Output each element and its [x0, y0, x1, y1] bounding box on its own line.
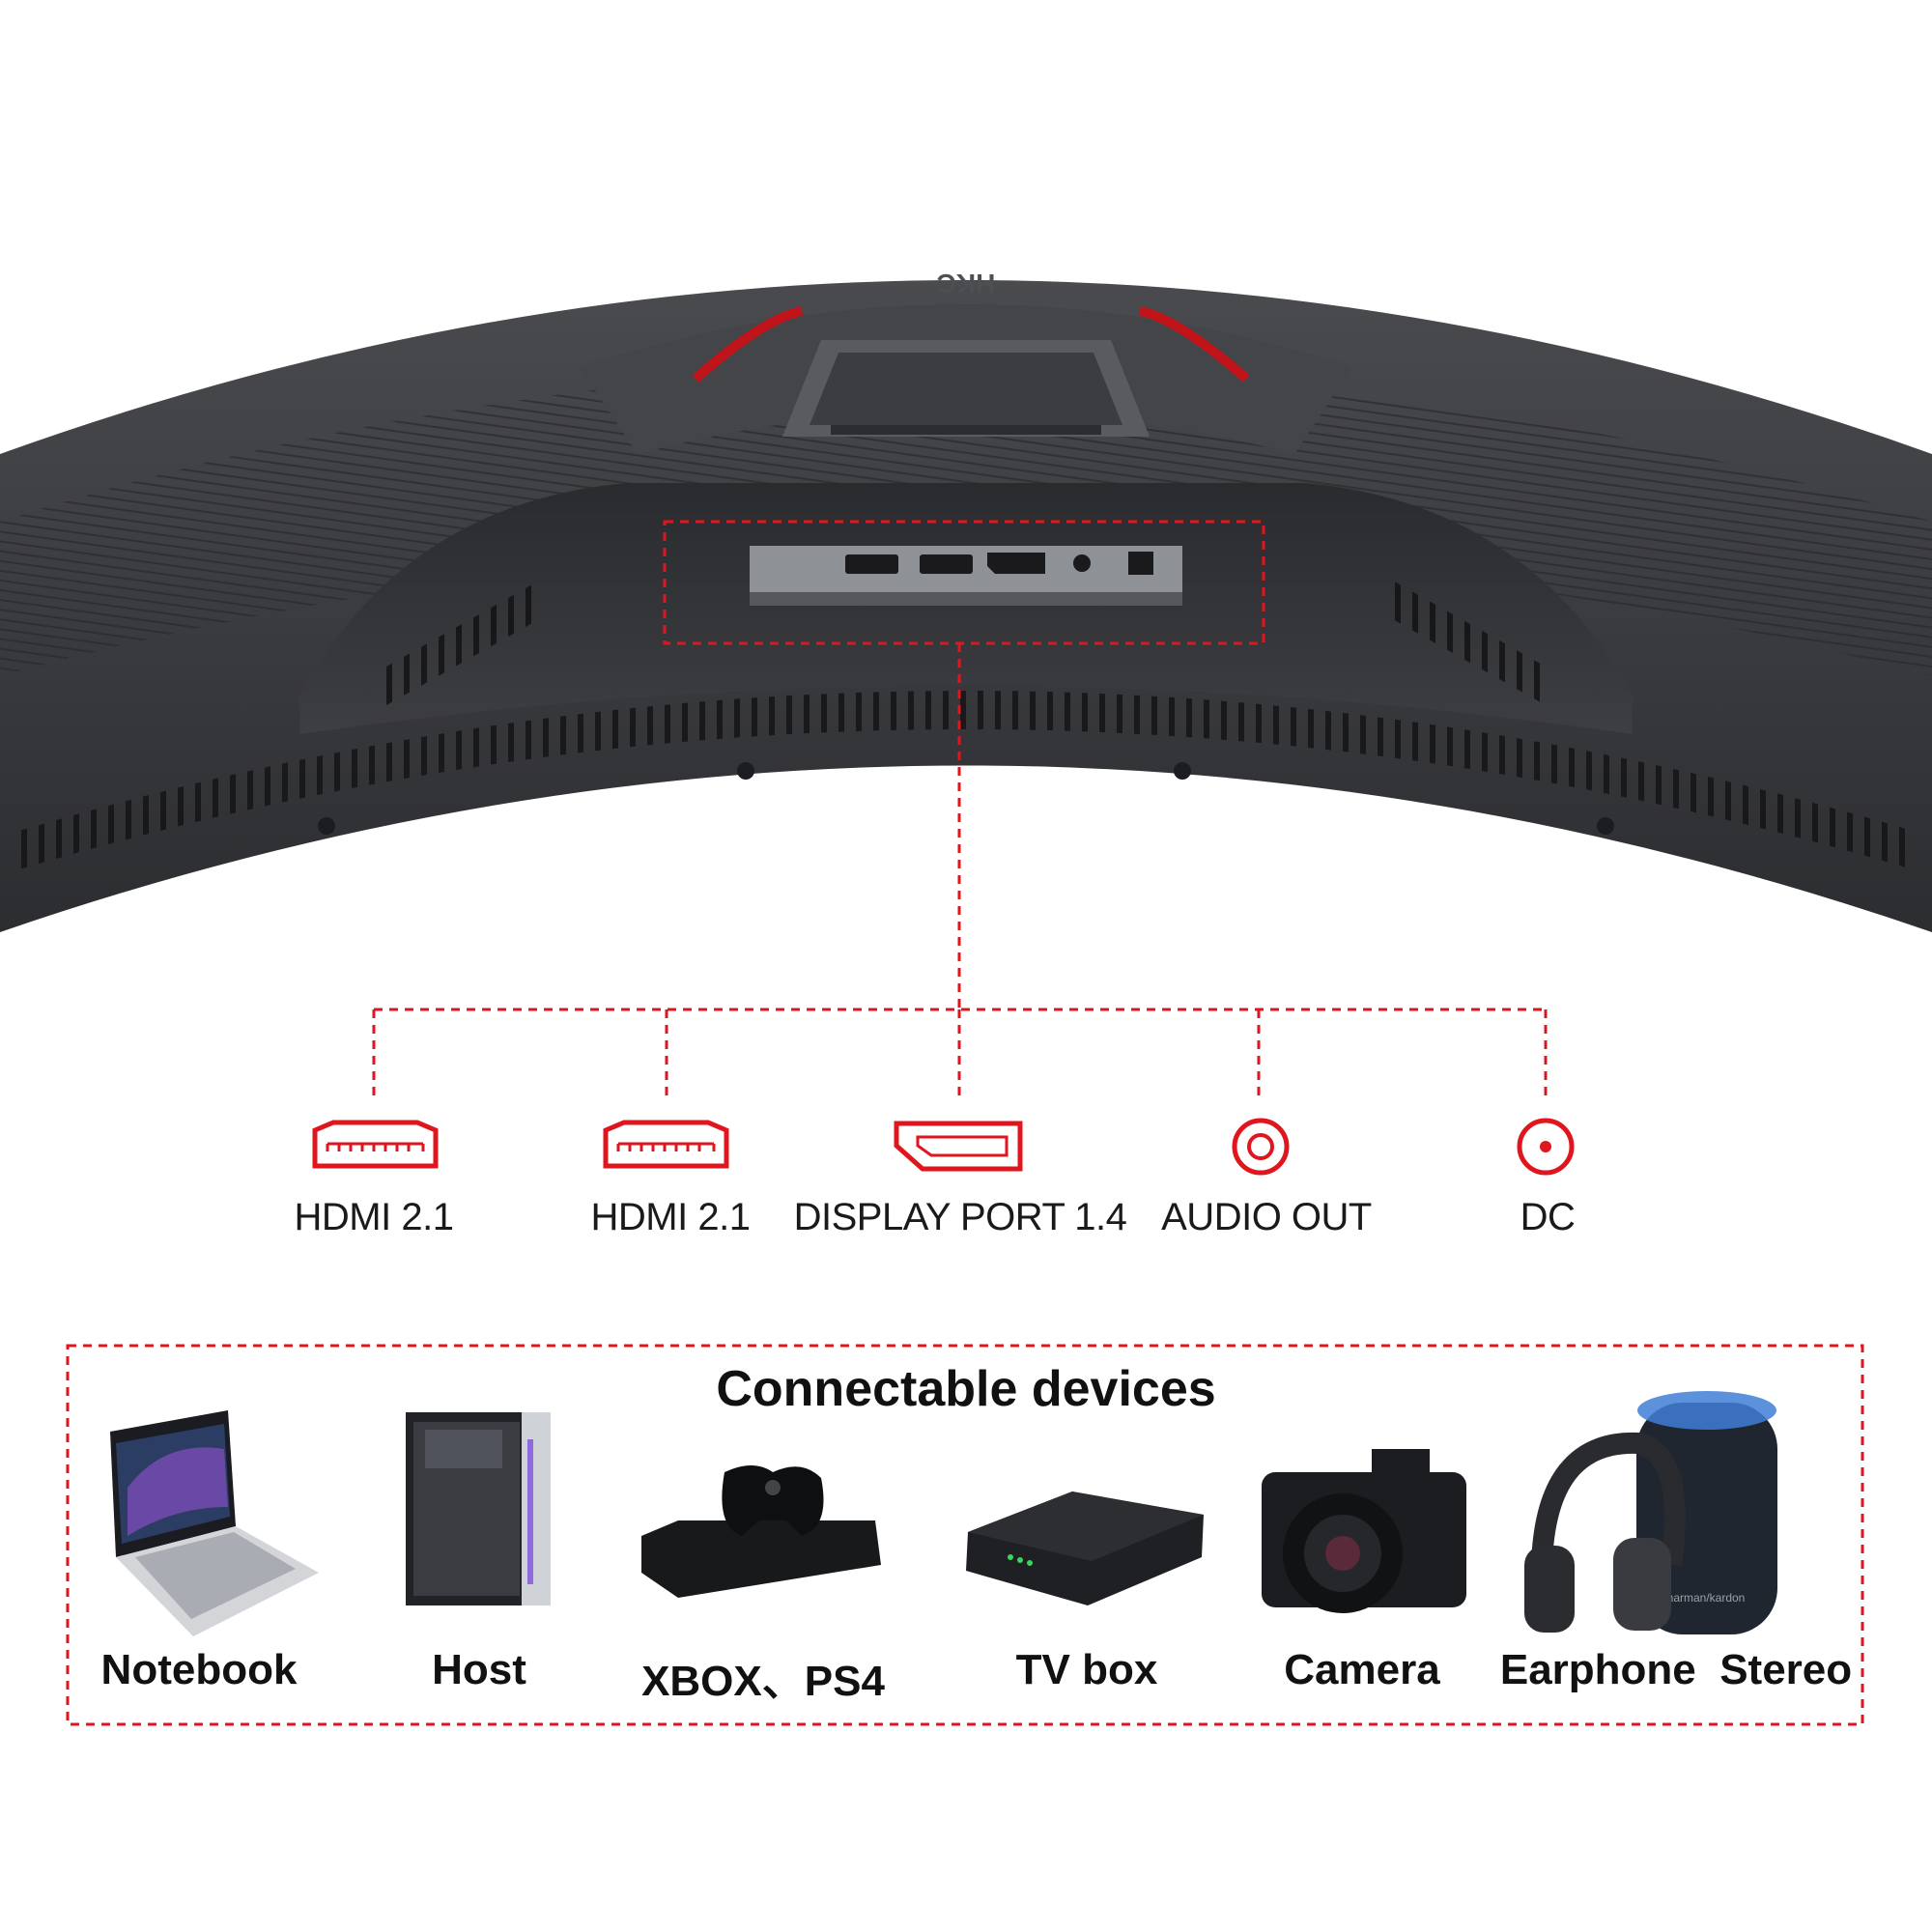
device-label-console: XBOX、PS4 [641, 1658, 885, 1705]
dc-power-icon [1517, 1118, 1575, 1176]
tv-box-icon [966, 1492, 1204, 1605]
devices-box [66, 1344, 1864, 1726]
audio-port [1073, 554, 1091, 572]
section-title: Connectable devices [716, 1361, 1216, 1417]
dc-port [1128, 552, 1153, 575]
hdmi-port-2 [920, 554, 973, 574]
vesa-mount-recess [782, 340, 1150, 437]
displayport-port [987, 553, 1045, 574]
monitor-back: HKC [0, 269, 1932, 932]
hdmi-port-icon [603, 1120, 729, 1169]
hdmi-port-1 [845, 554, 898, 574]
game-console-icon [641, 1465, 881, 1598]
device-label-camera: Camera [1284, 1646, 1440, 1693]
port-label-hdmi-1: HDMI 2.1 [294, 1196, 454, 1238]
port-panel [750, 546, 1182, 606]
laptop-icon [110, 1410, 319, 1636]
port-label-dc: DC [1520, 1196, 1576, 1238]
speaker-brand: harman/kardon [1667, 1591, 1746, 1605]
audio-jack-icon [1232, 1118, 1290, 1176]
port-highlight [372, 520, 1548, 1101]
hdmi-port-icon [312, 1120, 439, 1169]
device-label-host: Host [432, 1646, 526, 1693]
device-label-tv-box: TV box [1015, 1646, 1158, 1693]
brand-logo: HKC [937, 269, 996, 298]
device-label-earphone-stereo: Earphone Stereo [1499, 1646, 1853, 1693]
headphones-speaker-icon: harman/kardon [1524, 1391, 1777, 1634]
displayport-icon [894, 1121, 1023, 1172]
port-label-audio-out: AUDIO OUT [1161, 1196, 1372, 1238]
port-label-displayport: DISPLAY PORT 1.4 [793, 1196, 1127, 1238]
camera-icon [1262, 1449, 1466, 1613]
port-label-hdmi-2: HDMI 2.1 [590, 1196, 751, 1238]
device-label-notebook: Notebook [100, 1646, 298, 1693]
pc-tower-icon [406, 1412, 551, 1605]
